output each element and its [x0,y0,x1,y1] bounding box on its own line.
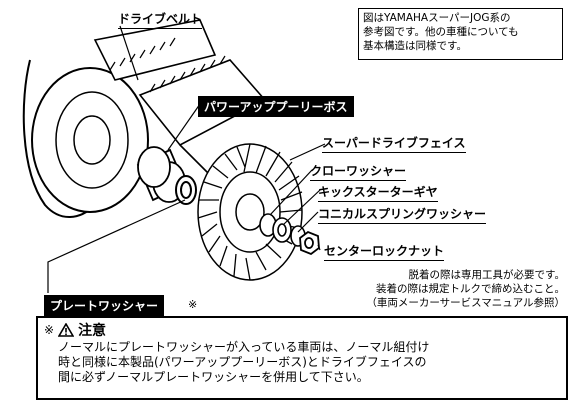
warning-icon [58,323,75,337]
leader-lines [47,25,326,293]
label-super-drive-face: スーパードライブフェイス [322,134,466,153]
label-kick-starter-gear: キックスターターギヤ [318,183,438,202]
tool-note-line: 脱着の際は専用工具が必要です。 [408,269,565,281]
caution-title: 注意 [78,323,107,339]
tool-note: 脱着の際は専用工具が必要です。 装着の際は規定トルクで締め込むこと。 （車両メー… [366,268,565,310]
reference-note-line: 図はYAMAHAスーパーJOG系の [363,12,511,24]
label-conical-spring-washer: コニカルスプリングワッシャー [318,205,487,224]
caution-line: 間に必ずノーマルプレートワッシャーを併用して下さい。 [58,370,369,384]
label-plate-washer: プレートワッシャー [44,295,165,316]
pulley-boss [136,146,187,203]
label-claw-washer: クローワッシャー [310,162,407,181]
reference-note-line: 基本構造は同様です。 [363,40,467,52]
caution-line: 時と同様に本製品(パワーアッププーリーボス)とドライブフェイスの [58,355,427,369]
crankcase-housing [22,59,149,218]
plate-washer [175,175,197,205]
belt-teeth [109,37,226,93]
reference-note-line: 参考図です。他の車種についても [363,26,519,38]
center-lock-nut [299,230,320,256]
kick-starter-gear [272,217,292,243]
label-power-up-pulley-boss: パワーアッププーリーボス [198,96,354,117]
tool-note-line: （車両メーカーサービスマニュアル参照） [366,297,565,309]
tool-note-line: 装着の際は規定トルクで締め込むこと。 [376,283,565,295]
label-drive-belt: ドライブベルト [118,10,203,29]
caution-line: ノーマルにプレートワッシャーが入っている車両は、ノーマル組付け [58,340,430,354]
caution-heading: ※ 注意 [44,320,560,340]
plate-washer-note-mark: ※ [188,298,198,311]
caution-body: ノーマルにプレートワッシャーが入っている車両は、ノーマル組付け 時と同様に本製品… [44,340,560,385]
caution-note-mark: ※ [44,323,55,337]
reference-note-box: 図はYAMAHAスーパーJOG系の 参考図です。他の車種についても 基本構造は同… [358,8,563,60]
label-center-lock-nut: センターロックナット [324,242,445,261]
caution-box: ※ 注意 ノーマルにプレートワッシャーが入っている車両は、ノーマル組付け 時と同… [36,316,568,400]
